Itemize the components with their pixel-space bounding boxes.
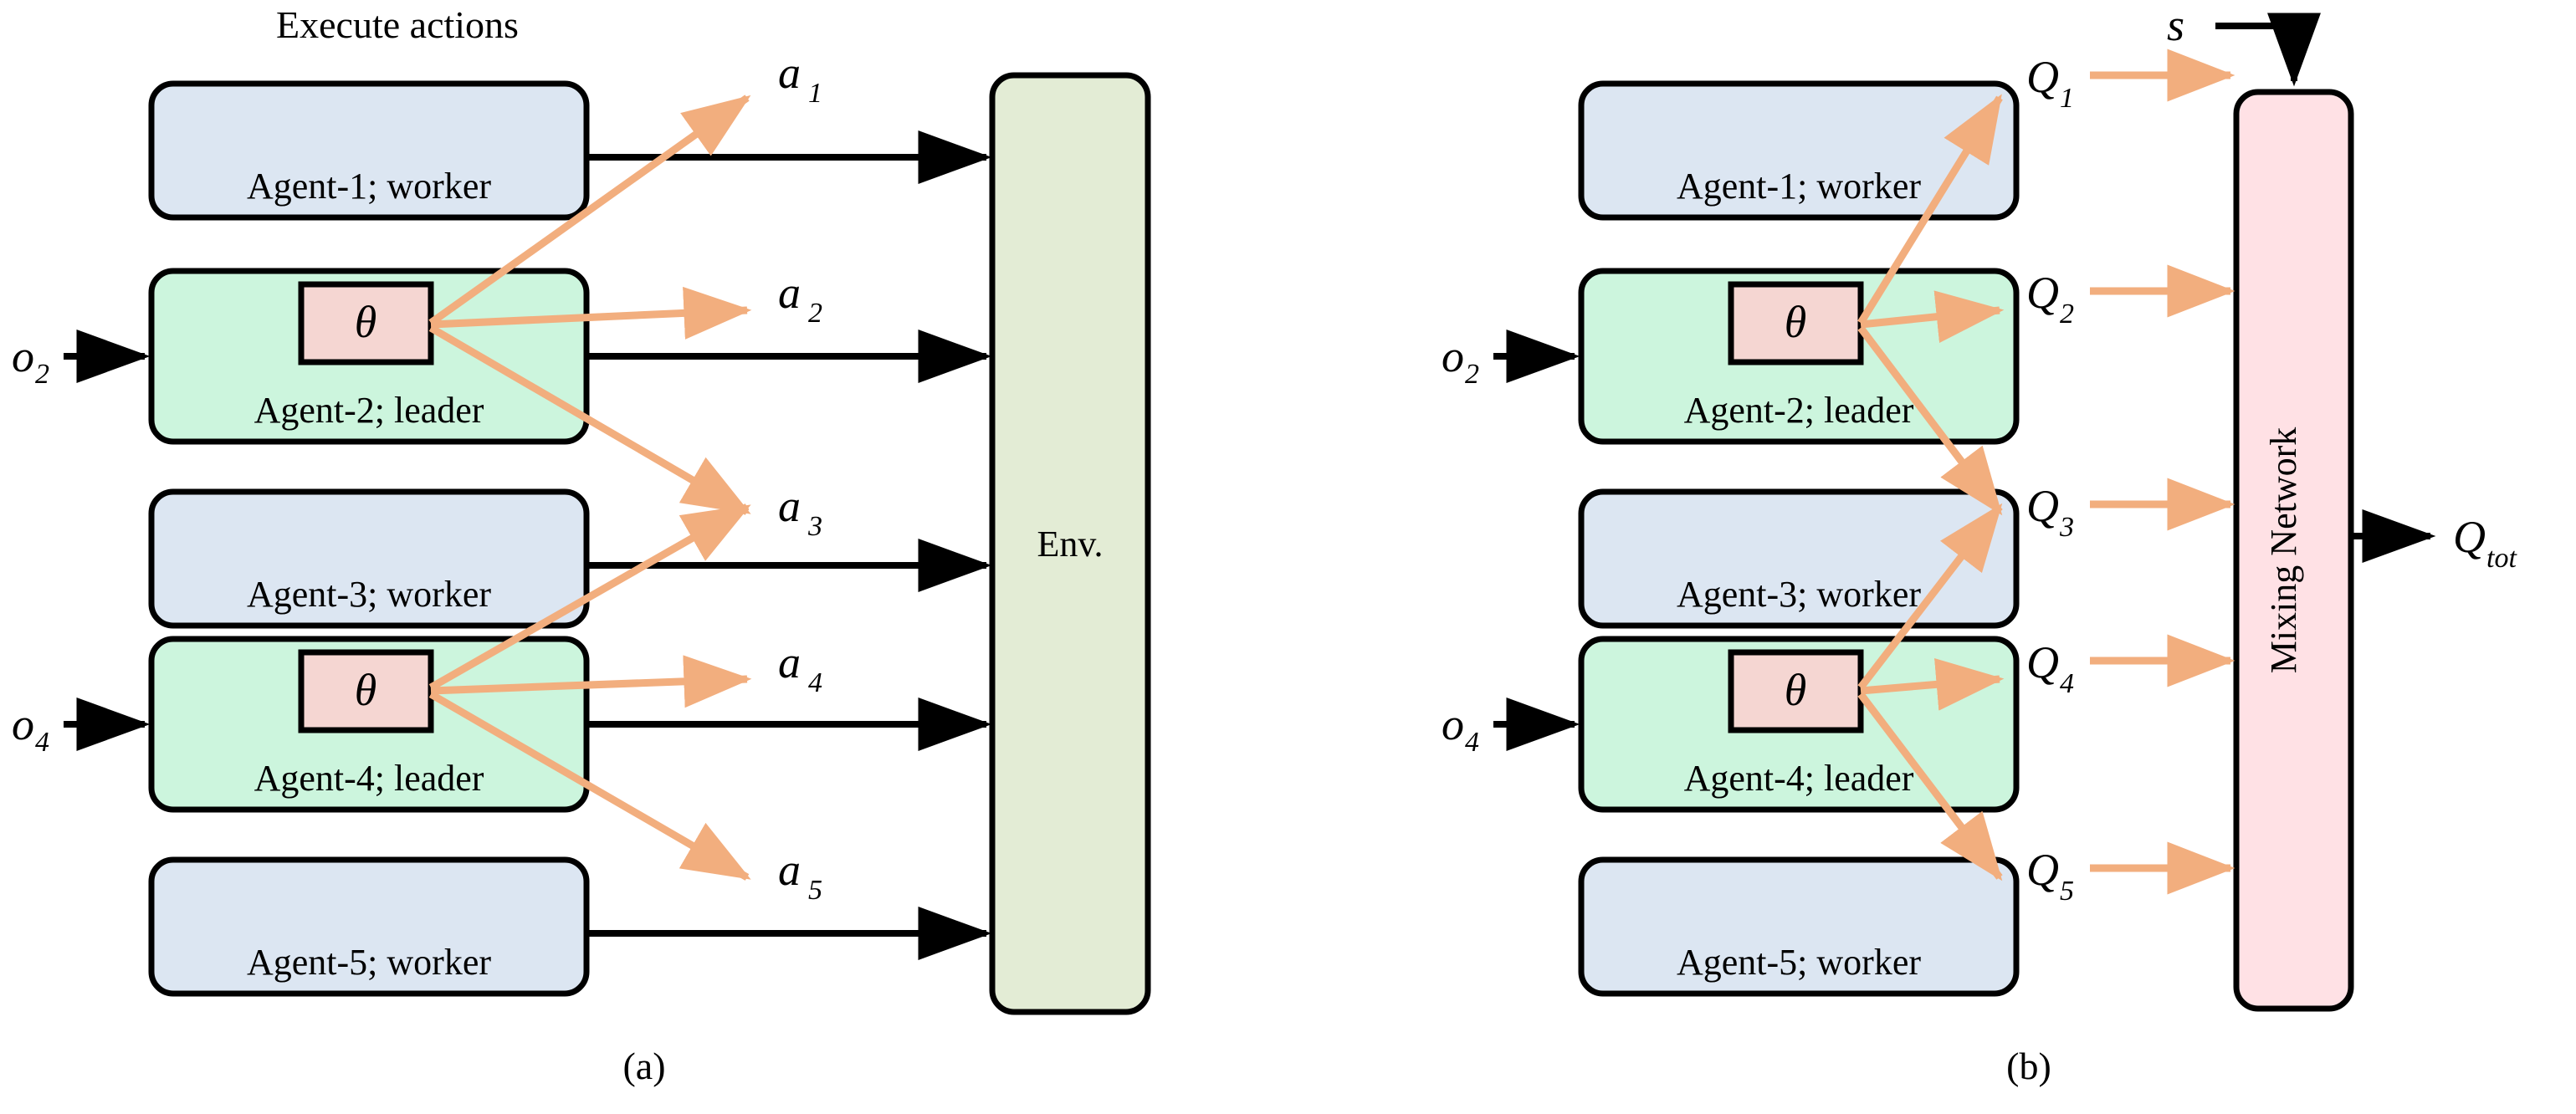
panel-b-q-sub-2: 2 bbox=[2060, 299, 2074, 330]
panel-b-caption: (b) bbox=[2006, 1045, 2051, 1087]
panel-a-agent-2-theta-label: θ bbox=[355, 297, 377, 347]
panel-a-agent-5-label: Agent-5; worker bbox=[247, 942, 491, 983]
panel-a-theta4-to-a4-arrow bbox=[430, 655, 752, 708]
panel-b-q-label-3: Q bbox=[2026, 481, 2059, 531]
panel-b-theta4-to-q3-arrow bbox=[1857, 503, 2003, 690]
execute-actions-title: Execute actions bbox=[276, 3, 519, 46]
panel-a-obs-4-sub: 4 bbox=[35, 727, 49, 758]
panel-b-agent-4-theta-label: θ bbox=[1785, 665, 1807, 715]
panel-a-obs-2-label: o bbox=[12, 331, 34, 381]
panel-b-mixing-network-label: Mixing Network bbox=[2263, 427, 2304, 674]
panel-a-agent-3-box[interactable] bbox=[148, 488, 590, 629]
panel-a-agent-5-box[interactable] bbox=[148, 856, 590, 997]
panel-b-agent-3-box[interactable] bbox=[1578, 488, 2020, 629]
panel-b-theta2-to-q1-arrow bbox=[1857, 94, 2003, 325]
panel-a-action-label-4: a bbox=[778, 637, 801, 687]
panel-b-qtot-label: Q bbox=[2453, 512, 2486, 562]
panel-b-state-label: s bbox=[2167, 0, 2184, 50]
panel-a-obs-4-label: o bbox=[12, 699, 34, 749]
panel-b-q-sub-5: 5 bbox=[2060, 876, 2074, 907]
panel-a-action-sub-3: 3 bbox=[807, 511, 822, 542]
panel-b-qtot-sub: tot bbox=[2486, 543, 2517, 574]
panel-a-agent-2-label: Agent-2; leader bbox=[254, 390, 484, 431]
panel-b-theta2-to-q2-arrow bbox=[1860, 290, 2005, 344]
panel-a-action-label-1: a bbox=[778, 48, 801, 98]
panel-b-agent-1-box[interactable] bbox=[1578, 80, 2020, 221]
panel-b-state-arrow bbox=[2215, 13, 2321, 87]
panel-b-agent-2-theta-box[interactable] bbox=[1728, 281, 1864, 365]
panel-b-obs-2-label: o bbox=[1442, 331, 1464, 381]
panel-b-agent-2-label: Agent-2; leader bbox=[1684, 390, 1914, 431]
panel-a-action-sub-1: 1 bbox=[808, 78, 822, 109]
panel-a-env-box[interactable] bbox=[989, 72, 1151, 1015]
panel-a-action-sub-4: 4 bbox=[808, 667, 822, 698]
panel-a-caption: (a) bbox=[622, 1045, 665, 1087]
panel-a-theta2-to-a2-arrow bbox=[430, 286, 752, 340]
panel-b-q-sub-1: 1 bbox=[2060, 83, 2074, 114]
panel-b-q-sub-3: 3 bbox=[2059, 512, 2074, 543]
panel-b-theta2-to-q3-arrow bbox=[1857, 325, 2003, 516]
panel-b-agent-3-label: Agent-3; worker bbox=[1677, 574, 1921, 615]
panel-b-obs-2-sub: 2 bbox=[1465, 359, 1479, 390]
panel-a-theta4-to-a5-arrow bbox=[428, 691, 751, 881]
panel-b-agent-4-theta-box[interactable] bbox=[1728, 649, 1864, 733]
panel-b-theta4-to-q5-arrow bbox=[1857, 692, 2003, 881]
panel-a-action-sub-5: 5 bbox=[808, 875, 822, 906]
panel-b-q-sub-4: 4 bbox=[2060, 668, 2074, 699]
panel-b-agent-2-theta-label: θ bbox=[1785, 297, 1807, 347]
panel-b-mixing-network-box[interactable] bbox=[2233, 89, 2354, 1012]
panel-a-env-label: Env. bbox=[1037, 524, 1103, 565]
panel-a-action-sub-2: 2 bbox=[808, 298, 822, 329]
panel-b-agent-4-label: Agent-4; leader bbox=[1684, 758, 1914, 799]
panel-b-agent-5-label: Agent-5; worker bbox=[1677, 942, 1921, 983]
panel-a-theta2-to-a1-arrow bbox=[428, 95, 751, 326]
panel-a-agent-4-theta-box[interactable] bbox=[298, 649, 434, 733]
panel-a-agent-4-label: Agent-4; leader bbox=[254, 758, 484, 799]
panel-a-agent-4-theta-label: θ bbox=[355, 665, 377, 715]
panel-a-action-label-2: a bbox=[778, 268, 801, 318]
panel-b-agent-1-label: Agent-1; worker bbox=[1677, 166, 1921, 207]
panel-a-agent-3-label: Agent-3; worker bbox=[247, 574, 491, 615]
panel-b-q-label-1: Q bbox=[2026, 52, 2059, 102]
panel-a-action-label-3: a bbox=[778, 481, 801, 531]
panel-a-action-label-5: a bbox=[778, 845, 801, 895]
panel-b-q-label-4: Q bbox=[2026, 637, 2059, 687]
panel-a-theta4-to-a3-arrow bbox=[428, 503, 751, 691]
panel-a-agent-1-box[interactable] bbox=[148, 80, 590, 221]
panel-a-agent-2-theta-box[interactable] bbox=[298, 281, 434, 365]
panel-b-q-label-2: Q bbox=[2026, 268, 2059, 318]
panel-b-agent-5-box[interactable] bbox=[1578, 856, 2020, 997]
panel-b-obs-4-sub: 4 bbox=[1465, 727, 1479, 758]
panel-a-agent-1-label: Agent-1; worker bbox=[247, 166, 491, 207]
panel-b-q-label-5: Q bbox=[2026, 845, 2059, 895]
panel-a-obs-2-sub: 2 bbox=[35, 359, 49, 390]
panel-a-theta2-to-a3-arrow bbox=[428, 324, 751, 515]
panel-b-theta4-to-q4-arrow bbox=[1860, 657, 2005, 711]
panel-b-obs-4-label: o bbox=[1442, 699, 1464, 749]
